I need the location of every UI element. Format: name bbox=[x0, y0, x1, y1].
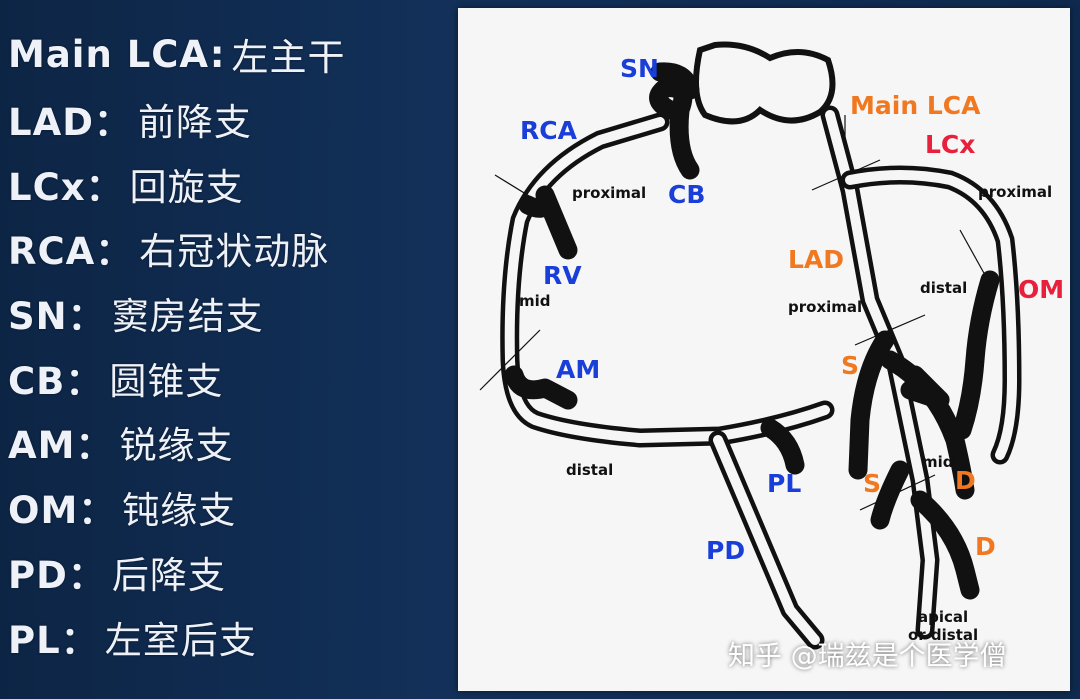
label-am: AM bbox=[556, 355, 600, 384]
diagonal-branch-2 bbox=[910, 490, 980, 600]
glossary-abbr: PD： bbox=[8, 553, 106, 597]
glossary-item-om: OM：钝缘支 bbox=[8, 475, 346, 540]
glossary-term: 后降支 bbox=[111, 553, 226, 597]
glossary-item-main-lca: Main LCA:左主干 bbox=[8, 22, 346, 87]
glossary-term: 圆锥支 bbox=[109, 359, 224, 403]
glossary-term: 回旋支 bbox=[129, 165, 244, 209]
segment-markers bbox=[479, 115, 986, 511]
aortic-root-shape bbox=[693, 41, 836, 125]
pd-vessel-lumen bbox=[713, 435, 820, 645]
septal-branch-1 bbox=[848, 330, 895, 480]
glossary-list: Main LCA:左主干 LAD：前降支 LCx：回旋支 RCA：右冠状动脉 S… bbox=[8, 22, 346, 669]
label-rv: RV bbox=[543, 261, 582, 290]
glossary-item-pd: PD：后降支 bbox=[8, 540, 346, 605]
glossary-item-pl: PL：左室后支 bbox=[8, 604, 346, 669]
watermark: 知乎 @瑞兹是个医学僧 bbox=[728, 641, 1007, 672]
segment-tick bbox=[494, 174, 561, 216]
glossary-term: 右冠状动脉 bbox=[139, 230, 330, 274]
segment-tick bbox=[854, 314, 926, 346]
label-septal-2: S bbox=[863, 469, 881, 498]
glossary-abbr: LAD： bbox=[8, 101, 132, 145]
label-septal-1: S bbox=[841, 351, 859, 380]
glossary-term: 窦房结支 bbox=[111, 295, 264, 339]
glossary-abbr: AM： bbox=[8, 424, 114, 468]
segment-lad-mid: mid bbox=[922, 453, 954, 471]
sn-vessel bbox=[650, 62, 700, 100]
label-cb: CB bbox=[668, 180, 705, 209]
rv-vessel bbox=[518, 185, 578, 260]
label-om: OM bbox=[1018, 275, 1064, 304]
lcx-vessel-lumen bbox=[845, 170, 1017, 460]
segment-rca-distal: distal bbox=[566, 461, 613, 479]
glossary-item-lad: LAD：前降支 bbox=[8, 87, 346, 152]
label-main-lca: Main LCA bbox=[850, 91, 981, 120]
pl-vessel bbox=[760, 418, 805, 475]
segment-lcx-distal: distal bbox=[920, 279, 967, 297]
glossary-item-lcx: LCx：回旋支 bbox=[8, 151, 346, 216]
segment-lad-apical: apical bbox=[918, 608, 968, 626]
label-sn: SN bbox=[620, 54, 659, 83]
segment-tick bbox=[859, 474, 936, 511]
label-pd: PD bbox=[706, 536, 745, 565]
label-rca: RCA bbox=[520, 116, 578, 145]
glossary-term: 锐缘支 bbox=[119, 424, 234, 468]
glossary-term: 钝缘支 bbox=[122, 489, 237, 533]
glossary-item-cb: CB：圆锥支 bbox=[8, 345, 346, 410]
segment-lcx-proximal: proximal bbox=[978, 183, 1052, 201]
coronary-diagram-panel: SN RCA CB RV AM PL PD Main LCA LAD S S D… bbox=[458, 8, 1070, 691]
glossary-abbr: RCA： bbox=[8, 230, 134, 274]
coronary-diagram: SN RCA CB RV AM PL PD Main LCA LAD S S D… bbox=[479, 41, 1064, 650]
segment-rca-proximal: proximal bbox=[572, 184, 646, 202]
label-lcx: LCx bbox=[925, 130, 975, 159]
segment-lad-or-distal: or distal bbox=[908, 626, 978, 644]
glossary-term: 前降支 bbox=[137, 101, 252, 145]
om-vessel bbox=[952, 270, 1000, 440]
glossary-abbr: SN： bbox=[8, 295, 106, 339]
glossary-item-am: AM：锐缘支 bbox=[8, 410, 346, 475]
glossary-abbr: LCx： bbox=[8, 165, 124, 209]
glossary-abbr: OM： bbox=[8, 489, 117, 533]
segment-rca-mid: mid bbox=[519, 292, 551, 310]
glossary-item-rca: RCA：右冠状动脉 bbox=[8, 216, 346, 281]
segment-tick bbox=[959, 229, 986, 276]
glossary-abbr: CB： bbox=[8, 359, 104, 403]
label-lad: LAD bbox=[788, 245, 844, 274]
vessel-tree bbox=[500, 62, 1022, 650]
am-vessel bbox=[504, 365, 578, 410]
label-diagonal-1: D bbox=[955, 466, 976, 495]
glossary-term: 左室后支 bbox=[104, 618, 257, 662]
septal-branch-2 bbox=[870, 460, 910, 530]
glossary-abbr: Main LCA: bbox=[8, 32, 226, 76]
glossary-abbr: PL： bbox=[8, 618, 99, 662]
label-pl: PL bbox=[767, 469, 801, 498]
lad-side-branch bbox=[900, 365, 950, 410]
label-diagonal-2: D bbox=[975, 532, 996, 561]
segment-tick bbox=[811, 159, 881, 191]
segment-tick bbox=[479, 329, 541, 391]
glossary-item-sn: SN：窦房结支 bbox=[8, 281, 346, 346]
segment-lad-proximal: proximal bbox=[788, 298, 862, 316]
glossary-term: 左主干 bbox=[231, 36, 346, 80]
